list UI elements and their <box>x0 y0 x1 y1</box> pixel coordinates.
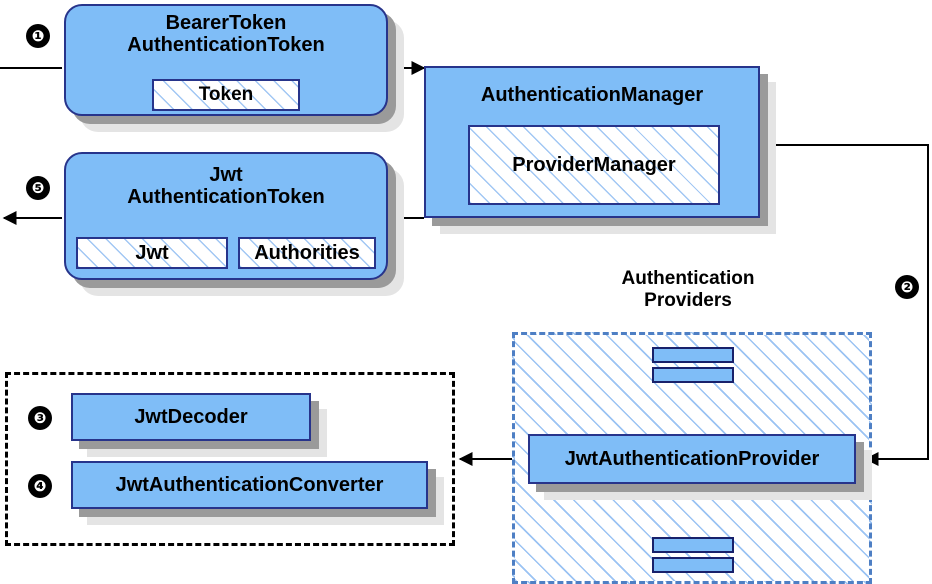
node-token-field: Token <box>152 79 300 111</box>
node-jwt-authentication-converter[interactable]: JwtAuthenticationConverter <box>71 461 428 509</box>
provider-stub-top-1 <box>652 347 734 363</box>
node-jwt-authentication-provider[interactable]: JwtAuthenticationProvider <box>528 434 856 484</box>
node-provider-manager: ProviderManager <box>468 125 720 205</box>
authentication-providers-caption: Authentication Providers <box>596 268 780 312</box>
jwt-token-line2: AuthenticationToken <box>127 186 325 209</box>
badge-step-2: ❷ <box>895 275 919 299</box>
providers-caption-line2: Providers <box>644 289 732 311</box>
authentication-manager-title: AuthenticationManager <box>480 84 704 106</box>
jwt-token-line1: Jwt <box>209 164 243 186</box>
provider-stub-bottom-1 <box>652 537 734 553</box>
node-authorities-field: Authorities <box>238 237 376 269</box>
node-jwt-decoder[interactable]: JwtDecoder <box>71 393 311 441</box>
bearer-token-line1: BearerToken <box>165 12 287 34</box>
jwt-beans-group <box>5 372 455 546</box>
providers-caption-line1: Authentication <box>621 268 755 289</box>
badge-step-3: ❸ <box>28 406 52 430</box>
provider-stub-bottom-2 <box>652 557 734 573</box>
provider-stub-top-2 <box>652 367 734 383</box>
bearer-token-line2: AuthenticationToken <box>127 34 325 57</box>
node-jwt-field: Jwt <box>76 237 228 269</box>
node-bearer-token-authentication-token[interactable]: BearerToken AuthenticationToken <box>64 4 388 116</box>
badge-step-4: ❹ <box>28 474 52 498</box>
badge-step-1: ❶ <box>26 24 50 48</box>
badge-step-5: ❺ <box>26 176 50 200</box>
